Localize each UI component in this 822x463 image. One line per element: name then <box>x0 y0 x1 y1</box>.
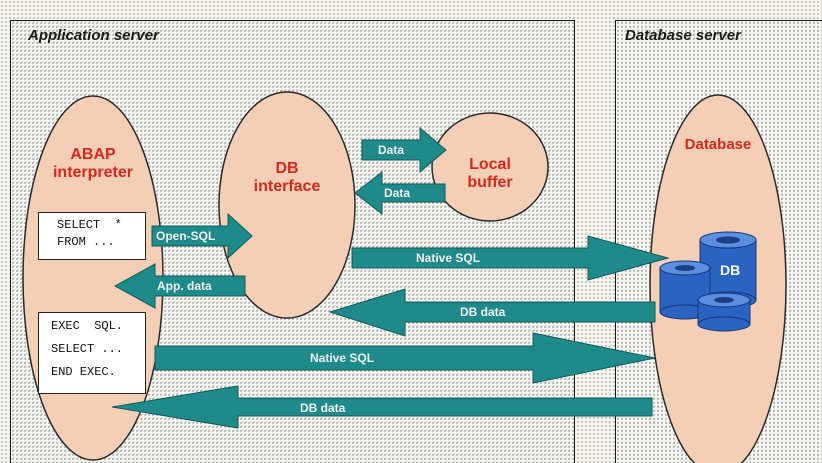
abap-label-line1: ABAP <box>70 146 116 163</box>
select-code-line: SELECT * <box>57 218 122 232</box>
db-cylinder-front <box>697 292 751 332</box>
arrow-native-sql-2: Native SQL <box>154 332 656 384</box>
arrow-label-data-from-buffer: Data <box>384 186 410 200</box>
database-label-text: Database <box>684 136 752 153</box>
arrow-data-to-buffer: Data <box>361 126 447 174</box>
abap-interpreter-label: ABAP interpreter <box>38 146 148 183</box>
db-stack-label: DB <box>720 262 740 278</box>
exec-code-box: EXEC SQL. SELECT ... END EXEC. <box>38 312 146 394</box>
arrow-db-data-2: DB data <box>111 385 653 429</box>
arrow-label-native-sql-1: Native SQL <box>416 251 480 265</box>
arrow-label-app-data: App. data <box>157 279 212 293</box>
arrow-label-open-sql: Open-SQL <box>156 229 215 243</box>
db-interface-label-line1: DB <box>275 160 299 177</box>
local-buffer-label-line2: buffer <box>467 174 513 192</box>
application-server-title: Application server <box>28 27 159 44</box>
arrow-label-db-data-1: DB data <box>460 305 506 319</box>
abap-label-line2: interpreter <box>52 164 134 182</box>
db-interface-label: DB interface <box>232 160 342 197</box>
db-interface-label-line2: interface <box>253 178 321 196</box>
arrow-db-data-1: DB data <box>328 288 656 337</box>
database-server-title: Database server <box>625 27 741 44</box>
local-buffer-ellipse <box>431 112 549 222</box>
exec-code-line: END EXEC. <box>51 365 116 379</box>
arrow-native-sql-1: Native SQL <box>351 235 670 281</box>
arrow-app-data: App. data <box>113 263 246 309</box>
select-code-line: FROM ... <box>57 235 115 249</box>
database-label: Database <box>668 136 768 153</box>
select-code-box: SELECT * FROM ... <box>38 212 146 260</box>
arrow-open-sql: Open-SQL <box>151 212 253 260</box>
local-buffer-label: Local buffer <box>445 156 535 193</box>
local-buffer-label-line1: Local <box>469 156 511 173</box>
exec-code-line: SELECT ... <box>51 342 124 356</box>
arrow-label-db-data-2: DB data <box>300 401 346 415</box>
db-interface-ellipse <box>218 91 356 319</box>
arrow-data-from-buffer: Data <box>354 170 446 216</box>
arrow-label-native-sql-2: Native SQL <box>310 351 374 365</box>
exec-code-line: EXEC SQL. <box>51 319 124 333</box>
arrow-label-data-to-buffer: Data <box>378 143 404 157</box>
